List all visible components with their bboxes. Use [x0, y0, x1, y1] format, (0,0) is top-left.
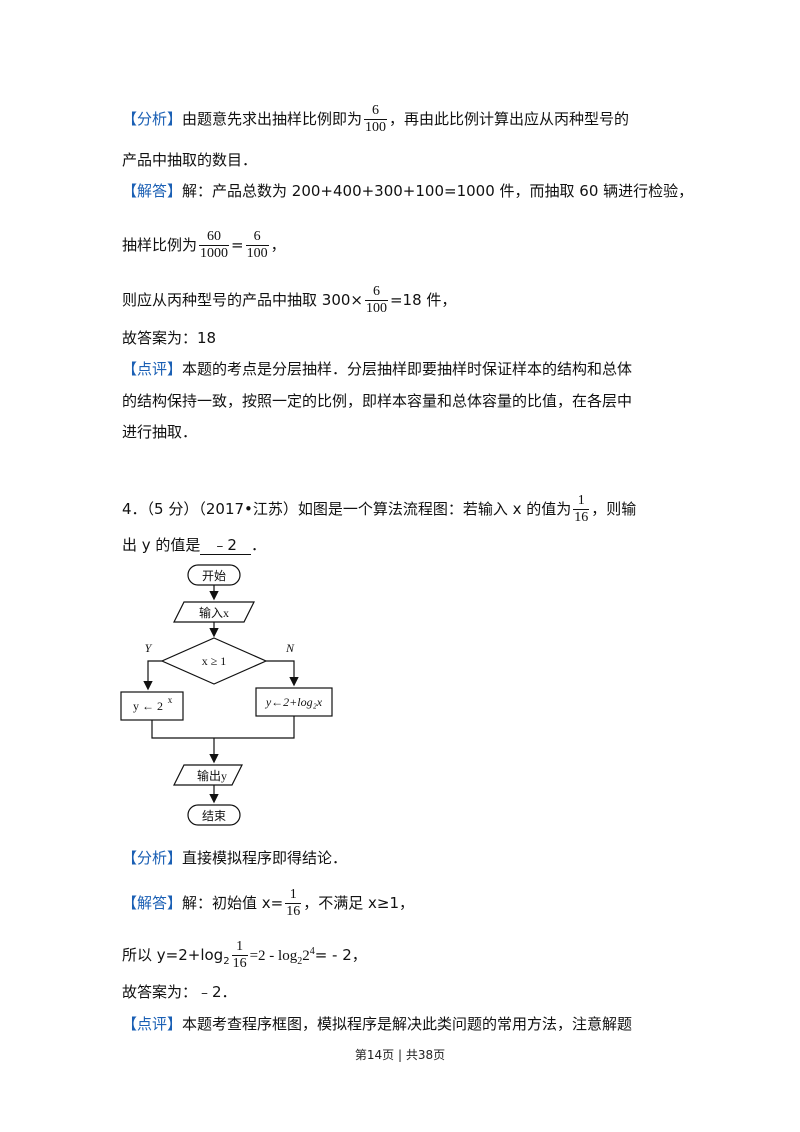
fraction-denominator: 100 [364, 119, 388, 135]
q3-comment-line2: 的结构保持一致，按照一定的比例，即样本容量和总体容量的比值，在各层中 [122, 392, 633, 410]
fraction-numerator: 60 [207, 229, 222, 244]
no-box-label: y←2+log₂x [265, 695, 323, 709]
q3-answer-line: 故答案为：18 [122, 329, 217, 347]
question-stem: （5 分）（2017•江苏）如图是一个算法流程图：若输入 x 的值为 [146, 500, 572, 518]
no-label: N [285, 641, 295, 655]
start-label: 开始 [202, 569, 226, 583]
decision-diamond [160, 637, 268, 685]
q4-comment-line1: 【点评】本题考查程序框图，模拟程序是解决此类问题的常用方法，注意解题 [122, 1014, 632, 1034]
analysis-text-tail: ，再由此比例计算出应从丙种型号的 [389, 110, 630, 128]
fraction-numerator: 6 [372, 284, 380, 299]
merge-connector [151, 716, 295, 739]
page-footer: 第14页 | 共38页 [354, 1048, 446, 1062]
end-terminal [187, 804, 241, 826]
algorithm-flowchart: 开始 输入x x ≥ 1 Y N y ← 2 x y←2+log₂x 输出y 结… [120, 564, 333, 826]
fraction-denominator: 16 [573, 509, 590, 525]
question-stem-cont: 出 y 的值是 [122, 536, 201, 554]
draw-text: 则应从丙种型号的产品中抽取 300× [122, 291, 363, 309]
calc-result: = - 2， [314, 946, 367, 964]
yes-connector [143, 660, 162, 691]
fraction-numerator: 6 [372, 103, 380, 118]
analysis-text: 由题意先求出抽样比例即为 [182, 110, 363, 128]
analysis-text: 直接模拟程序即得结论． [182, 849, 348, 867]
output-parallelogram [173, 764, 243, 786]
yes-box-label: y ← 2 [133, 699, 163, 713]
equals-sign: = [231, 236, 244, 254]
draw-text-tail: =18 件， [389, 291, 457, 309]
q3-comment-line1: 【点评】本题的考点是分层抽样．分层抽样即要抽样时保证样本的结构和总体 [122, 359, 632, 379]
comment-tag: 【点评】 [122, 1015, 183, 1033]
yes-label: Y [145, 641, 153, 655]
ratio-text: 抽样比例为 [122, 236, 198, 254]
fraction-numerator: 1 [289, 887, 297, 902]
comment-tag: 【点评】 [122, 360, 183, 378]
ratio-end: ， [270, 236, 286, 254]
calc-power-base: 2 [302, 948, 310, 964]
calc-text: 所以 y=2+log [122, 946, 224, 964]
analysis-tag: 【分析】 [122, 849, 183, 867]
fraction-denominator: 16 [231, 955, 248, 971]
fraction-numerator: 1 [236, 939, 244, 954]
analysis-tag: 【分析】 [122, 110, 183, 128]
question-stem-end: ． [250, 536, 266, 554]
calc-text-mid: =2 - log [249, 948, 298, 964]
q3-analysis-line2: 产品中抽取的数目． [122, 151, 258, 169]
q3-comment-line3: 进行抽取． [122, 423, 198, 441]
solution-text-tail: ，不满足 x≥1， [303, 894, 414, 912]
q4-stem-line2: 出 y 的值是﹣2． [122, 535, 266, 555]
comment-text: 本题的考点是分层抽样．分层抽样即要抽样时保证样本的结构和总体 [182, 360, 633, 378]
no-connector [266, 660, 299, 687]
fraction-denominator: 100 [364, 300, 388, 316]
condition-label: x ≥ 1 [202, 654, 227, 668]
output-label: 输出y [197, 768, 227, 783]
solution-text: 解：初始值 x= [182, 894, 284, 912]
q4-answer-line: 故答案为：﹣2． [122, 983, 237, 1001]
log-base: 2 [297, 956, 303, 967]
input-parallelogram [173, 601, 255, 623]
q3-solution-line1: 【解答】解：产品总数为 200+400+300+100=1000 件，而抽取 6… [122, 181, 693, 201]
solution-tag: 【解答】 [122, 894, 183, 912]
end-label: 结束 [202, 809, 226, 823]
answer-blank: ﹣2 [200, 536, 251, 555]
solution-text: 解：产品总数为 200+400+300+100=1000 件，而抽取 60 辆进… [182, 182, 694, 200]
yes-box-exponent: x [168, 695, 173, 705]
fraction-numerator: 1 [577, 493, 585, 508]
input-label: 输入x [199, 605, 229, 620]
fraction-numerator: 6 [253, 229, 261, 244]
fraction-denominator: 1000 [199, 245, 230, 261]
log-base: 2 [223, 956, 230, 967]
q4-analysis-line: 【分析】直接模拟程序即得结论． [122, 848, 347, 868]
question-stem-tail: ，则输 [591, 500, 637, 518]
question-number: 4． [122, 500, 147, 518]
calc-exponent: 4 [309, 946, 315, 957]
fraction-denominator: 100 [245, 245, 269, 261]
solution-tag: 【解答】 [122, 182, 183, 200]
fraction-denominator: 16 [285, 903, 302, 919]
comment-text: 本题考查程序框图，模拟程序是解决此类问题的常用方法，注意解题 [182, 1015, 633, 1033]
